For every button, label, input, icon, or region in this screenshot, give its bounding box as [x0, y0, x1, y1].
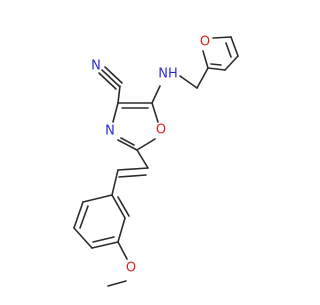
furan-bond-1 — [202, 50, 209, 69]
benzene-bond-1 — [111, 194, 126, 219]
furan-bond-2 — [212, 36, 232, 39]
bond-c2-vinyl — [136, 149, 149, 169]
ring-bond-c2-n — [117, 139, 138, 151]
ring-bond-n-c4 — [112, 102, 119, 123]
benzene-bond-4 — [73, 227, 93, 249]
nitrile-triple-bond — [101, 69, 120, 87]
nitrile-triple-bond-2 — [104, 66, 123, 84]
bond-methoxy-o-ch3 — [107, 280, 127, 287]
benzene-bond-3 — [91, 241, 119, 249]
ring-bond-c5-o — [151, 102, 159, 123]
atom-amine-nh: NH — [158, 67, 178, 82]
benzene-bond-5 — [73, 201, 84, 229]
bond-layer — [73, 36, 239, 287]
furan-bond-5-double — [210, 63, 222, 66]
bond-c5-nh — [151, 85, 161, 104]
atom-methoxy-o: O — [126, 261, 136, 276]
atom-oxazole-n: N — [105, 124, 115, 139]
furan-bond-3 — [230, 36, 239, 57]
benzene-bond-1-double — [117, 196, 130, 217]
vinyl-double-bond-2 — [118, 174, 147, 178]
bond-nh-ch2 — [179, 75, 198, 89]
bond-vinyl-ring — [111, 169, 119, 196]
benzene-bond-6 — [82, 194, 113, 203]
molecule-structure: N N O NH O O — [73, 35, 239, 287]
ring-bond-c2-n-double — [120, 137, 135, 146]
structure-canvas: N N O NH O O — [73, 35, 239, 287]
furan-bond-3-double — [225, 42, 232, 58]
atom-furan-o: O — [200, 35, 210, 50]
furan-bond-4 — [224, 55, 239, 71]
nitrile-triple-bond-3 — [98, 72, 117, 90]
benzene-bond-5-double — [79, 205, 89, 229]
nitrile-bond — [117, 85, 121, 104]
bond-ch2-furan — [196, 67, 209, 89]
vinyl-double-bond — [117, 167, 149, 171]
bond-ring-methoxy-o — [117, 241, 128, 260]
benzene-bond-2 — [117, 217, 126, 243]
furan-bond-5 — [207, 67, 226, 71]
ring-bond-o-c2 — [136, 138, 156, 151]
benzene-bond-3-double — [92, 236, 115, 243]
atom-oxazole-o: O — [156, 123, 166, 138]
atom-nitrile-n: N — [91, 59, 101, 74]
